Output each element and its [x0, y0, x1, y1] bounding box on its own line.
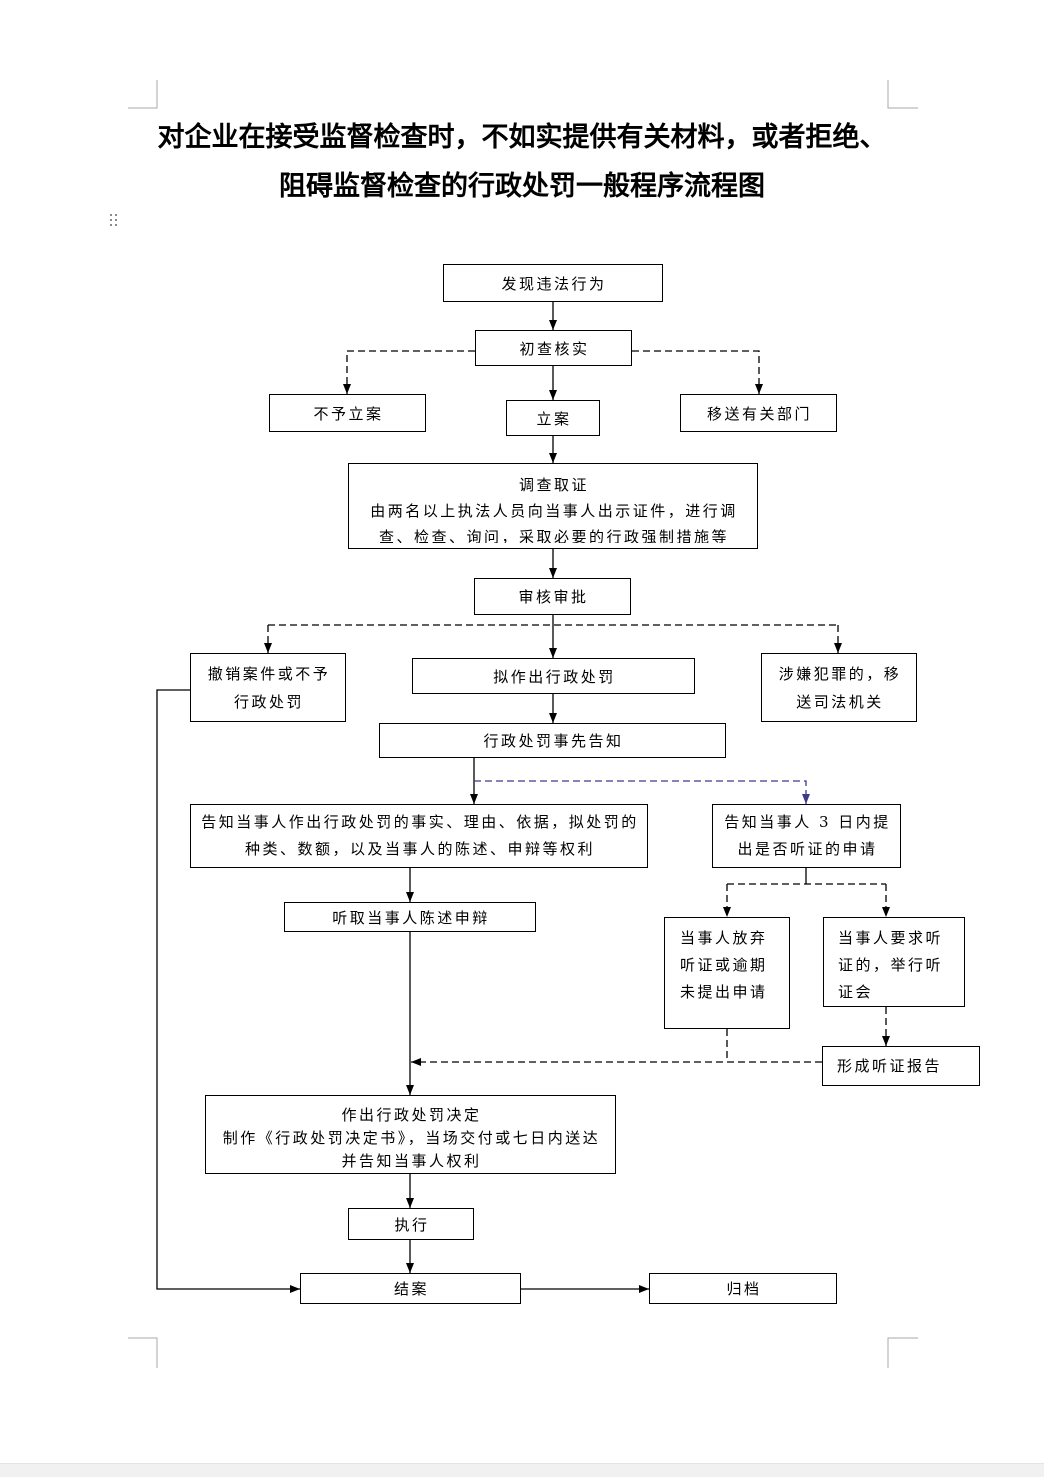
node-penalty-decision: 作出行政处罚决定 制作《行政处罚决定书》，当场交付或七日内送达 并告知当事人权利 [205, 1095, 616, 1174]
node-line: 涉嫌犯罪的，移 [778, 664, 902, 683]
node-close-case: 结案 [300, 1273, 521, 1304]
drag-handle-icon[interactable] [109, 213, 119, 227]
node-label: 拟作出行政处罚 [493, 667, 616, 686]
node-label: 形成听证报告 [837, 1057, 943, 1075]
node-transfer-department: 移送有关部门 [680, 394, 837, 432]
node-line: 制作《行政处罚决定书》，当场交付或七日内送达 [222, 1129, 601, 1147]
window-bottom-bar [0, 1463, 1044, 1477]
node-label: 听取当事人陈述申辩 [332, 908, 490, 927]
node-line: 当事人放弃 [680, 929, 768, 947]
node-hear-statement: 听取当事人陈述申辩 [284, 902, 536, 932]
document-title-line-1: 对企业在接受监督检查时，不如实提供有关材料，或者拒绝、 [157, 122, 887, 153]
node-transfer-judicial: 涉嫌犯罪的，移 送司法机关 [761, 653, 917, 722]
node-prior-notice: 行政处罚事先告知 [379, 723, 726, 758]
node-line: 由两名以上执法人员向当事人出示证件，进行调 [370, 502, 738, 520]
document-title-line-2: 阻碍监督检查的行政处罚一般程序流程图 [279, 171, 765, 202]
corner-mark-bottom-right [887, 1337, 918, 1368]
node-label: 移送有关部门 [706, 404, 812, 423]
node-label: 审核审批 [518, 588, 589, 606]
node-label: 归档 [726, 1280, 762, 1298]
arrow-check-to-no-filing [343, 350, 475, 394]
node-line: 告知当事人 3 日内提 [724, 813, 891, 831]
node-line: 证的，举行听 [838, 956, 944, 974]
node-heading: 调查取证 [518, 476, 589, 494]
corner-mark-top-right [887, 80, 918, 109]
node-label: 初查核实 [519, 339, 590, 358]
node-line: 并告知当事人权利 [341, 1152, 482, 1170]
node-label: 行政处罚事先告知 [483, 732, 624, 750]
node-line: 查、检查、询问，采取必要的行政强制措施等 [378, 528, 729, 543]
node-propose-penalty: 拟作出行政处罚 [412, 658, 695, 694]
node-line: 种类、数额，以及当事人的陈述、申辩等权利 [244, 840, 595, 858]
node-label: 立案 [536, 409, 572, 428]
node-investigation: 调查取证 由两名以上执法人员向当事人出示证件，进行调 查、检查、询问，采取必要的… [348, 463, 758, 549]
node-line: 告知当事人作出行政处罚的事实、理由、依据，拟处罚的 [201, 813, 639, 831]
node-line: 听证或逾期 [680, 956, 768, 974]
node-line: 当事人要求听 [838, 929, 944, 947]
node-heading: 作出行政处罚决定 [341, 1106, 482, 1124]
node-review-approval: 审核审批 [474, 578, 631, 615]
node-line: 撤销案件或不予 [207, 664, 331, 683]
node-label: 结案 [393, 1280, 429, 1298]
node-revoke-case: 撤销案件或不予 行政处罚 [190, 653, 346, 722]
node-line: 证会 [838, 983, 874, 1001]
node-label: 不予立案 [313, 404, 384, 423]
node-file-case: 立案 [506, 400, 600, 436]
node-notify-rights: 告知当事人作出行政处罚的事实、理由、依据，拟处罚的 种类、数额，以及当事人的陈述… [190, 804, 648, 868]
node-no-filing: 不予立案 [269, 394, 426, 432]
node-line: 未提出申请 [680, 983, 768, 1001]
node-label: 执行 [394, 1215, 430, 1234]
arrow-check-to-transfer-department [632, 350, 763, 394]
node-archive: 归档 [649, 1273, 837, 1304]
node-line: 行政处罚 [233, 692, 304, 711]
node-discover-violation: 发现违法行为 [443, 264, 663, 302]
node-line: 送司法机关 [796, 692, 884, 711]
arrow-revoke-case-to-close-case [156, 689, 300, 1293]
node-request-hearing: 当事人要求听 证的，举行听 证会 [823, 917, 965, 1007]
node-execute: 执行 [348, 1208, 474, 1240]
corner-mark-bottom-left [128, 1337, 158, 1368]
corner-mark-top-left [128, 80, 158, 109]
node-line: 出是否听证的申请 [737, 840, 878, 858]
node-label: 发现违法行为 [501, 274, 607, 293]
arrow-prior-notice-to-notify-hearing [474, 780, 810, 804]
node-hearing-report: 形成听证报告 [822, 1046, 980, 1086]
node-waive-hearing: 当事人放弃 听证或逾期 未提出申请 [664, 917, 790, 1029]
node-preliminary-check: 初查核实 [475, 330, 632, 366]
node-notify-hearing: 告知当事人 3 日内提 出是否听证的申请 [712, 804, 901, 868]
